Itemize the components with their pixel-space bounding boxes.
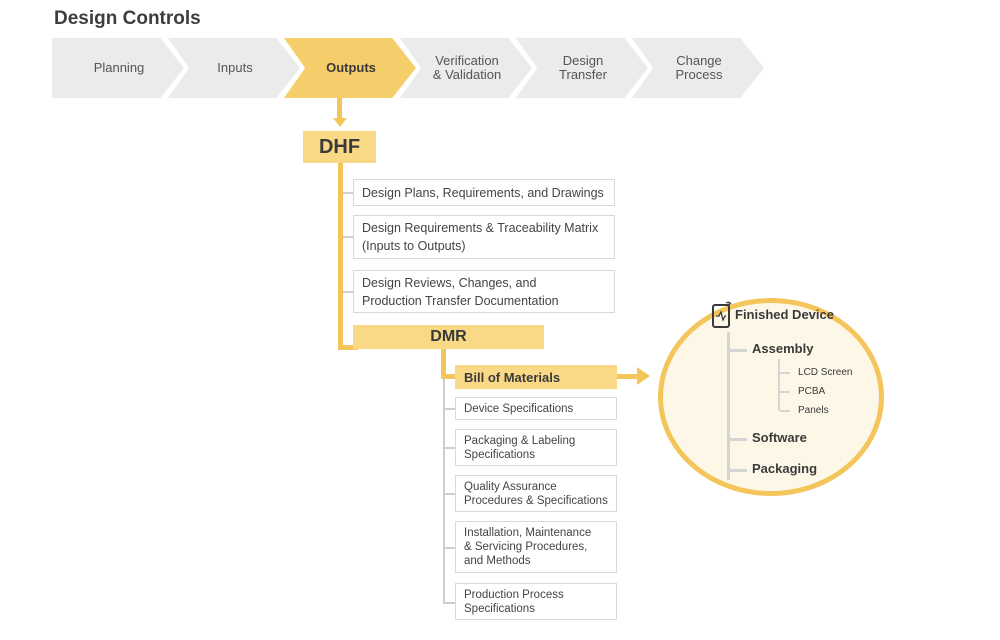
connector [443, 493, 455, 495]
step-label: Inputs [217, 60, 253, 75]
connector [343, 291, 353, 293]
connector [343, 192, 353, 194]
page-title: Design Controls [54, 8, 201, 29]
software-label: Software [752, 430, 807, 445]
dhf-item-design-reviews[interactable]: Design Reviews, Changes, and Production … [353, 270, 615, 313]
step-inputs[interactable]: Inputs [168, 38, 300, 98]
bill-of-materials-block[interactable]: Bill of Materials [455, 365, 617, 389]
dmr-item-production-process[interactable]: Production Process Specifications [455, 583, 617, 620]
connector [443, 602, 455, 604]
dhf-label: DHF [318, 135, 361, 158]
step-label: Planning [93, 60, 145, 75]
connector [730, 438, 747, 441]
dhf-to-dmr-connector [338, 345, 358, 350]
connector [343, 236, 353, 238]
dmr-connector [441, 349, 446, 379]
arrow-down-icon [332, 118, 347, 127]
packaging-label: Packaging [752, 461, 818, 476]
connector [443, 408, 455, 410]
step-label: Outputs [326, 60, 376, 75]
connector [730, 349, 747, 352]
connector [730, 469, 747, 472]
connector [780, 391, 790, 393]
dmr-trunk [443, 379, 445, 603]
dmr-block[interactable]: DMR [353, 325, 544, 349]
connector [443, 547, 455, 549]
connector [780, 372, 790, 374]
dmr-item-packaging-labeling[interactable]: Packaging & Labeling Specifications [455, 429, 617, 466]
dhf-item-traceability-matrix[interactable]: Design Requirements & Traceability Matri… [353, 215, 615, 259]
step-design-transfer[interactable]: Design Transfer [516, 38, 648, 98]
connector [780, 410, 790, 412]
assembly-part-pcba: PCBA [798, 386, 826, 397]
step-label: Change Process [675, 53, 723, 82]
step-label: Design Transfer [559, 53, 607, 82]
dmr-item-installation-maintenance[interactable]: Installation, Maintenance & Servicing Pr… [455, 521, 617, 573]
dhf-trunk [338, 163, 343, 349]
finished-device-circle [658, 298, 884, 496]
bom-label: Bill of Materials [464, 369, 561, 385]
outputs-connector [337, 98, 342, 120]
step-planning[interactable]: Planning [52, 38, 184, 98]
dmr-label: DMR [430, 328, 467, 345]
tablet-icon [711, 300, 733, 330]
dmr-item-device-specifications[interactable]: Device Specifications [455, 397, 617, 420]
finished-device-title: Finished Device [735, 307, 834, 322]
assembly-part-panels: Panels [798, 405, 829, 416]
connector [443, 447, 455, 449]
device-tree-trunk [727, 332, 730, 480]
bom-connector [441, 374, 455, 379]
assembly-part-lcd-screen: LCD Screen [798, 367, 853, 378]
dmr-item-quality-assurance[interactable]: Quality Assurance Procedures & Specifica… [455, 475, 617, 512]
assembly-label: Assembly [752, 341, 814, 356]
step-label: Verification & Validation [432, 53, 502, 82]
step-verification-validation[interactable]: Verification & Validation [400, 38, 532, 98]
arrow-right-icon [637, 367, 650, 385]
dhf-block[interactable]: DHF [303, 131, 376, 163]
dhf-item-design-plans[interactable]: Design Plans, Requirements, and Drawings [353, 179, 615, 206]
assembly-tree-trunk [778, 359, 780, 411]
process-steps: Planning Inputs Outputs Verification & V… [52, 38, 772, 98]
step-outputs[interactable]: Outputs [284, 38, 416, 98]
step-change-process[interactable]: Change Process [632, 38, 764, 98]
bom-to-device-connector [617, 374, 639, 379]
